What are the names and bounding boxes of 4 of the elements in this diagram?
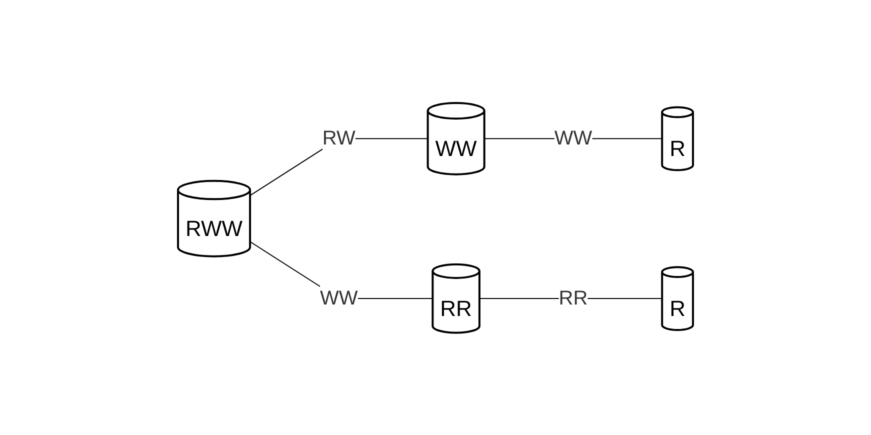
edge-label: WW [320,287,358,310]
edge-label: RR [558,287,588,310]
edge-label: WW [554,127,592,150]
edge-label: RW [322,127,356,150]
